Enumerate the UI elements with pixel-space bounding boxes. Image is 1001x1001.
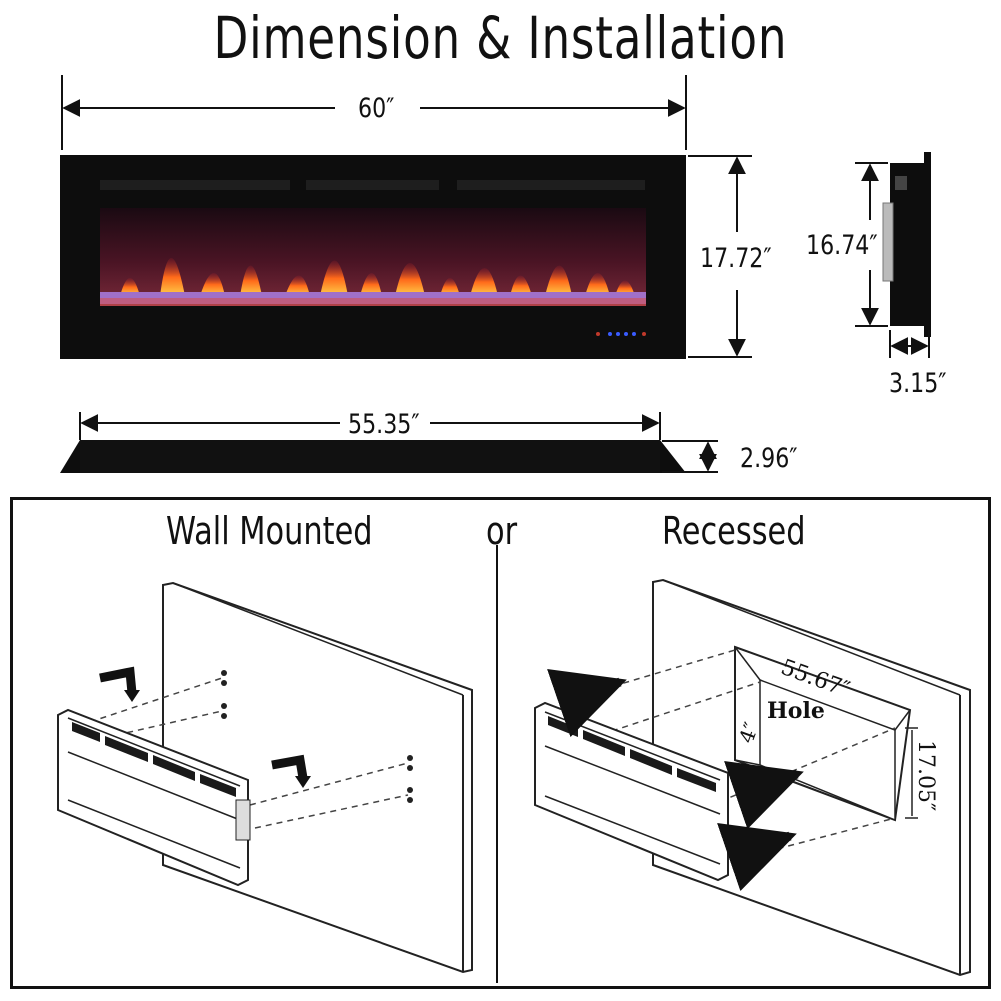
width-label: 60″ bbox=[358, 93, 395, 124]
recessed-heading: Recessed bbox=[662, 509, 806, 553]
installation-panel bbox=[10, 497, 991, 989]
width-dimension bbox=[61, 75, 687, 150]
wall-mounted-diagram bbox=[57, 581, 473, 974]
height-label: 17.72″ bbox=[700, 243, 772, 274]
bottom-width-label: 55.35″ bbox=[348, 409, 420, 440]
recessed-diagram bbox=[534, 578, 971, 977]
fireplace-front bbox=[60, 155, 686, 359]
fireplace-bottom-view bbox=[60, 412, 718, 473]
height-dimension bbox=[688, 155, 752, 358]
side-depth-label: 3.15″ bbox=[889, 368, 947, 399]
side-height-label: 16.74″ bbox=[806, 230, 878, 261]
page-title: Dimension & Installation bbox=[213, 4, 788, 72]
hole-label: Hole bbox=[767, 698, 825, 724]
bottom-depth-label: 2.96″ bbox=[740, 443, 798, 474]
wall-mounted-heading: Wall Mounted bbox=[166, 509, 373, 553]
fireplace-side-view bbox=[855, 152, 931, 358]
hole-height-label: 17.05″ bbox=[913, 740, 938, 812]
or-separator-label: or bbox=[486, 509, 518, 553]
